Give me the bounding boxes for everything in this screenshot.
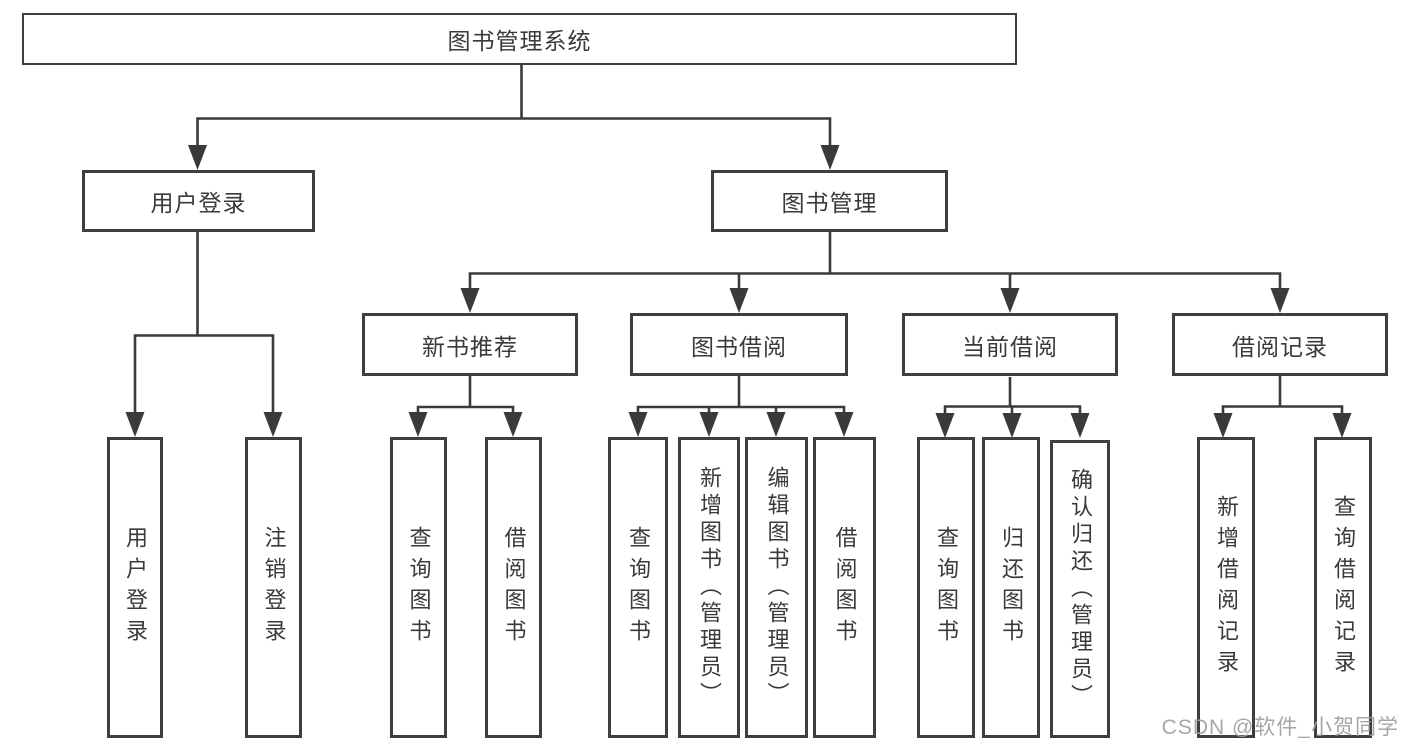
leaf-cb-query-books-label: 查询图书 bbox=[934, 525, 959, 650]
edge-new-book-recommend-split bbox=[416, 376, 515, 417]
leaf-user-login: 用户登录 bbox=[107, 437, 163, 738]
node-book-borrowing: 图书借阅 bbox=[630, 313, 848, 376]
leaf-br-add-record-label: 新增借阅记录 bbox=[1214, 494, 1239, 681]
node-library-system: 图书管理系统 bbox=[22, 13, 1017, 65]
edge-book-borrowing-split bbox=[636, 376, 846, 417]
arrowhead bbox=[460, 288, 480, 313]
arrowhead bbox=[1332, 413, 1352, 438]
leaf-rec-borrow-books-label: 借阅图书 bbox=[501, 525, 527, 650]
arrowhead bbox=[125, 412, 145, 437]
edge-book-management-split bbox=[468, 232, 1282, 293]
leaf-br-add-record: 新增借阅记录 bbox=[1197, 437, 1255, 738]
leaf-br-query-record-label: 查询借阅记录 bbox=[1331, 494, 1356, 681]
leaf-rec-query-books: 查询图书 bbox=[390, 437, 447, 738]
leaf-bb-add-books-admin: 新增图书（管理员） bbox=[678, 437, 740, 738]
leaf-rec-borrow-books: 借阅图书 bbox=[485, 437, 542, 738]
leaf-cb-return-books: 归还图书 bbox=[982, 437, 1040, 738]
arrowhead bbox=[834, 412, 854, 437]
leaf-bb-edit-books-admin-label: 编辑图书（管理员） bbox=[764, 466, 790, 709]
node-new-book-recommend: 新书推荐 bbox=[362, 313, 578, 376]
leaf-bb-add-books-admin-label: 新增图书（管理员） bbox=[697, 466, 722, 709]
arrowhead bbox=[935, 413, 955, 438]
leaf-bb-edit-books-admin: 编辑图书（管理员） bbox=[745, 437, 808, 738]
node-book-management: 图书管理 bbox=[711, 170, 948, 232]
leaf-bb-query-books: 查询图书 bbox=[608, 437, 668, 738]
node-user-login: 用户登录 bbox=[82, 170, 315, 232]
leaf-logout-label: 注销登录 bbox=[261, 525, 287, 650]
node-borrow-records: 借阅记录 bbox=[1172, 313, 1388, 376]
leaf-logout: 注销登录 bbox=[245, 437, 302, 738]
arrowhead bbox=[1002, 413, 1022, 438]
arrowhead bbox=[263, 412, 283, 437]
leaf-rec-query-books-label: 查询图书 bbox=[406, 525, 432, 650]
node-current-borrowing: 当前借阅 bbox=[902, 313, 1118, 376]
edge-borrow-records-split bbox=[1221, 376, 1344, 418]
arrowhead bbox=[766, 412, 786, 437]
edge-user-login-split bbox=[133, 232, 275, 417]
arrowhead bbox=[699, 412, 719, 437]
edge-level2 bbox=[196, 117, 832, 150]
arrowhead bbox=[503, 412, 523, 437]
leaf-cb-confirm-return-admin: 确认归还（管理员） bbox=[1050, 440, 1110, 738]
leaf-bb-query-books-label: 查询图书 bbox=[626, 525, 651, 650]
arrowhead bbox=[188, 145, 207, 170]
leaf-cb-query-books: 查询图书 bbox=[917, 437, 975, 738]
leaf-user-login-label: 用户登录 bbox=[123, 525, 148, 650]
arrowhead bbox=[820, 145, 840, 170]
watermark: CSDN @软件_小贺同学 bbox=[1161, 716, 1399, 739]
arrowhead bbox=[1213, 413, 1233, 438]
arrowhead bbox=[1000, 288, 1020, 313]
arrowhead bbox=[628, 412, 648, 437]
arrowhead bbox=[729, 288, 749, 313]
leaf-cb-confirm-return-admin-label: 确认归还（管理员） bbox=[1068, 467, 1093, 711]
arrowhead bbox=[1070, 413, 1090, 438]
leaf-bb-borrow-books: 借阅图书 bbox=[813, 437, 876, 738]
arrowhead bbox=[1270, 288, 1290, 313]
arrowhead bbox=[408, 412, 428, 437]
leaf-cb-return-books-label: 归还图书 bbox=[999, 525, 1024, 650]
leaf-bb-borrow-books-label: 借阅图书 bbox=[832, 525, 858, 650]
edge-current-borrowing-split bbox=[943, 377, 1082, 418]
leaf-br-query-record: 查询借阅记录 bbox=[1314, 437, 1372, 738]
